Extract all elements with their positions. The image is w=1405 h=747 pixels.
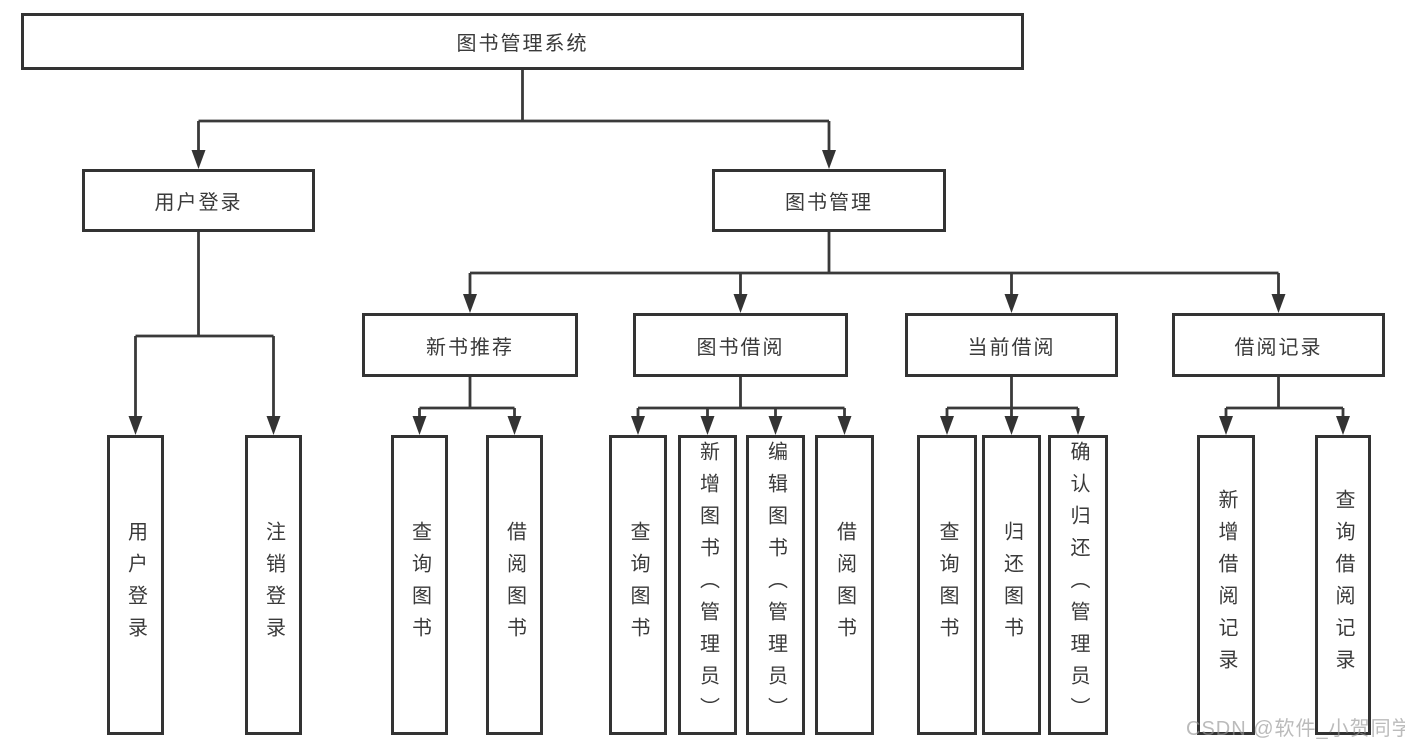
arrowhead-icons bbox=[128, 150, 1350, 435]
node-leaf-user-login: 用户登录 bbox=[107, 435, 164, 735]
watermark: CSDN @软件_小贺同学 bbox=[1186, 718, 1405, 740]
node-book-borrow-label: 图书借阅 bbox=[696, 336, 785, 359]
node-current-borrow: 当前借阅 bbox=[905, 313, 1118, 377]
node-leaf-newbook-borrow: 借阅图书 bbox=[486, 435, 543, 735]
node-leaf-borrow-add: 新增图书（管理员） bbox=[678, 435, 737, 735]
node-leaf-logout: 注销登录 bbox=[245, 435, 302, 735]
node-borrow-records: 借阅记录 bbox=[1172, 313, 1385, 377]
node-leaf-newbook-query: 查询图书 bbox=[391, 435, 448, 735]
node-user-login: 用户登录 bbox=[82, 169, 315, 232]
node-new-book-recommend-label: 新书推荐 bbox=[426, 336, 514, 359]
node-book-management-label: 图书管理 bbox=[785, 192, 873, 214]
node-leaf-records-query: 查询借阅记录 bbox=[1315, 435, 1371, 735]
node-root: 图书管理系统 bbox=[21, 13, 1024, 70]
node-book-borrow: 图书借阅 bbox=[633, 313, 848, 377]
node-user-login-label: 用户登录 bbox=[154, 192, 243, 214]
node-book-management: 图书管理 bbox=[712, 169, 946, 232]
node-leaf-current-return: 归还图书 bbox=[982, 435, 1041, 735]
node-leaf-borrow-query: 查询图书 bbox=[609, 435, 667, 735]
node-current-borrow-label: 当前借阅 bbox=[967, 336, 1056, 359]
node-borrow-records-label: 借阅记录 bbox=[1234, 336, 1323, 359]
node-leaf-current-confirm: 确认归还（管理员） bbox=[1048, 435, 1108, 735]
node-leaf-records-add: 新增借阅记录 bbox=[1197, 435, 1255, 735]
node-leaf-borrow-edit: 编辑图书（管理员） bbox=[746, 435, 805, 735]
node-new-book-recommend: 新书推荐 bbox=[362, 313, 578, 377]
node-leaf-current-query: 查询图书 bbox=[917, 435, 977, 735]
node-root-label: 图书管理系统 bbox=[456, 33, 589, 55]
node-leaf-borrow-borrow: 借阅图书 bbox=[815, 435, 874, 735]
